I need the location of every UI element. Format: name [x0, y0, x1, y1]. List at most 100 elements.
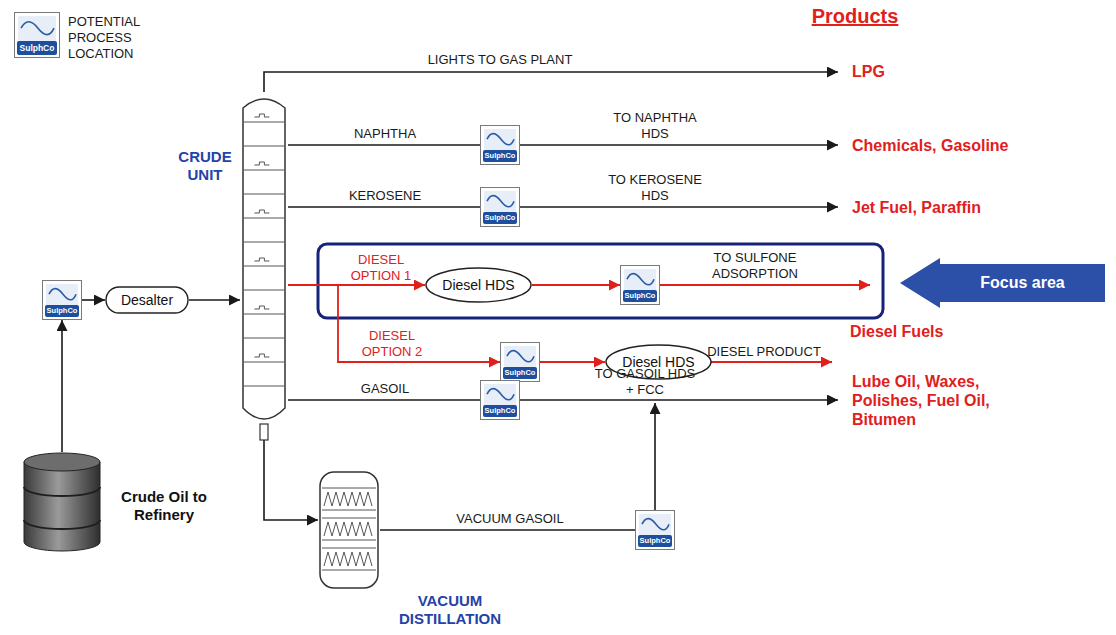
packing-fill [324, 522, 372, 536]
product-name: Lube Oil, Waxes, Polishes, Fuel Oil, Bit… [852, 372, 1027, 429]
stream-label: DIESEL PRODUCT [704, 344, 824, 360]
tray-cap [254, 258, 269, 261]
stream-label: VACUUM GASOIL [410, 511, 610, 527]
barrel-drawing [22, 452, 102, 552]
hds-outline [426, 268, 531, 302]
logo-ground [18, 16, 56, 41]
flow-connector [82, 299, 105, 301]
vessel-outline [106, 287, 188, 313]
node-label: VACUUM DISTILLATION [390, 592, 510, 628]
node-label: Crude Oil to Refinery [112, 488, 216, 524]
tray [243, 146, 285, 147]
logo-wave [487, 196, 514, 207]
product-name: Diesel Fuels [850, 322, 1000, 341]
tray [243, 362, 285, 363]
node-label: SulphCo [623, 290, 657, 302]
logo-wave [487, 389, 514, 400]
barrel-lid [24, 453, 100, 471]
node-label: SulphCo [503, 367, 537, 379]
node-label: SulphCo [483, 150, 517, 162]
barrel-body [24, 462, 100, 551]
tray [243, 218, 285, 219]
column-heading: Products [790, 4, 920, 28]
stream-label: GASOIL [300, 381, 470, 397]
tray-cap [254, 354, 269, 357]
tray [243, 194, 285, 195]
hds-unit: Diesel HDS [425, 267, 532, 303]
flow-connector [288, 206, 480, 208]
lights-line [264, 72, 838, 92]
tray [243, 386, 285, 387]
legend-caption: POTENTIAL PROCESS LOCATION [68, 14, 158, 62]
tray-cap [254, 210, 269, 213]
vacuum-column: VACUUM DISTILLATION [318, 470, 380, 590]
logo-ground [624, 269, 656, 291]
tray [243, 122, 285, 123]
packing [322, 488, 376, 570]
stream-label: LIGHTS TO GAS PLANT [390, 52, 610, 68]
tray-cap [254, 162, 269, 165]
sulphco-icon: SulphCo [480, 380, 520, 420]
logo-wave [507, 351, 534, 362]
flow-connector [288, 399, 480, 401]
diesel-product-line [701, 361, 832, 363]
flow-connector [380, 529, 635, 531]
stream-label: TO SULFONE ADSORPTION [690, 250, 820, 282]
sulfone-line [660, 284, 870, 286]
packing-bed [322, 518, 376, 540]
node-label: Desalter [121, 292, 173, 308]
product-name: Chemicals, Gasoline [852, 136, 1052, 155]
column-drawing [318, 470, 380, 590]
tray-cap [254, 306, 269, 309]
stream-label: DIESEL OPTION 1 [345, 252, 417, 284]
flow-connector [532, 284, 620, 286]
column-shell [243, 99, 285, 419]
sulphco-icon: SulphCo [635, 510, 675, 550]
packing-fill [324, 552, 372, 566]
logo-ground [484, 384, 516, 406]
node-label: SulphCo [483, 212, 517, 224]
sulphco-icon: SulphCo [480, 125, 520, 165]
sulphco-icon: SulphCo [620, 265, 660, 305]
logo-ground [484, 129, 516, 151]
packing-bed [322, 548, 376, 570]
crude-oil-barrel: Crude Oil to Refinery [22, 452, 102, 552]
tray [243, 170, 285, 171]
logo-wave [49, 289, 76, 300]
node-label: SulphCo [638, 535, 672, 547]
stream-label: TO NAPHTHA HDS [600, 110, 710, 142]
sulphco-icon: SulphCo [500, 342, 540, 382]
kerosene-product-line [520, 206, 838, 208]
flow-connector [288, 144, 480, 146]
tray [243, 266, 285, 267]
node-label: SulphCo [483, 405, 517, 417]
tray [243, 338, 285, 339]
packing-bed [322, 488, 376, 510]
tray [243, 314, 285, 315]
tray-cap [254, 114, 269, 117]
sulphco-legend-icon: SulphCo [14, 12, 60, 58]
column-shell [320, 472, 378, 588]
stream-label: DIESEL OPTION 2 [350, 328, 434, 360]
stream-label: TO GASOIL HDS + FCC [590, 366, 700, 398]
stream-label: KEROSENE [300, 188, 470, 204]
node-label: SulphCo [45, 305, 79, 317]
tray [243, 242, 285, 243]
node-label: SulphCo [17, 41, 57, 55]
stream-label: TO KEROSENE HDS [595, 172, 715, 204]
barrel-rib [24, 520, 100, 529]
vacuum-gasoil-riser [654, 403, 656, 510]
node-label: Diesel HDS [442, 277, 514, 293]
desalter-vessel: Desalter [105, 286, 189, 314]
focus-arrow: Focus area [900, 258, 1105, 308]
focus-frame [318, 244, 883, 318]
logo-wave [487, 134, 514, 145]
logo-ground [484, 191, 516, 213]
packing-fill [324, 492, 372, 506]
gasoil-product-line [520, 399, 838, 401]
product-name: LPG [852, 62, 1002, 81]
flow-connector [189, 299, 240, 301]
node-label: CRUDE UNIT [176, 148, 234, 184]
